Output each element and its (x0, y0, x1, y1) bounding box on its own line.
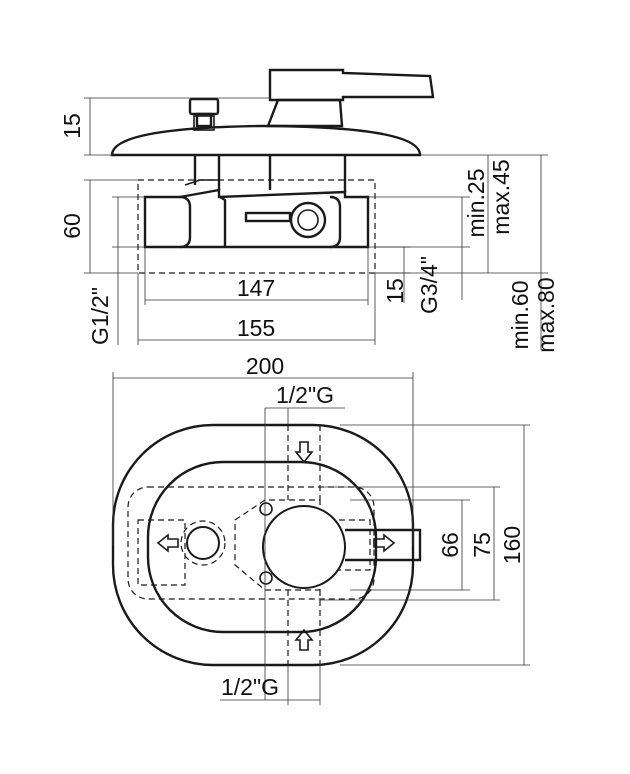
handle-hub-plan (262, 505, 346, 589)
side-view: 15 60 G1/2" 147 155 15 G3/4" min.25 max.… (59, 68, 559, 353)
flow-arrow-bottom-icon (294, 628, 314, 651)
dim-147-label: 147 (237, 275, 275, 301)
inlet-channel-bottom (287, 590, 321, 665)
dim-inlet-bottom-label: 1/2"G (221, 674, 279, 700)
dim-g34-label: G3/4" (416, 256, 442, 314)
plan-view: 200 1/2"G 1/2"G 66 75 160 (111, 353, 530, 705)
flow-arrow-top-icon (294, 441, 314, 464)
dim-75-label: 75 (469, 532, 495, 558)
valve-body-side (143, 179, 370, 249)
side-dimension-lines (84, 97, 548, 350)
dim-inlet-top-label: 1/2"G (276, 382, 334, 408)
diverter-knob-plan (186, 526, 220, 560)
dim-60-label: 60 (59, 213, 85, 239)
dim-15-top-label: 15 (59, 113, 85, 139)
spindle-stem-right (268, 155, 347, 192)
inlet-channel-top (287, 425, 321, 500)
dim-max45-label: max.45 (488, 159, 514, 234)
wall-box-outline (137, 179, 376, 274)
dim-g12-label: G1/2" (87, 287, 113, 345)
dim-min25-label: min.25 (463, 168, 489, 237)
lever-handle-plan (345, 528, 422, 562)
dim-200-label: 200 (246, 353, 284, 379)
spindle-stem-left (193, 155, 221, 190)
valve-body-hidden (137, 499, 371, 591)
dim-155-label: 155 (237, 315, 275, 341)
screw-bottom (259, 571, 273, 585)
dim-15-right-label: 15 (382, 278, 408, 304)
lever-handle-side (266, 68, 435, 128)
dim-66-label: 66 (437, 532, 463, 558)
dim-min60-label: min.60 (507, 280, 533, 349)
flow-arrow-left-icon (156, 533, 179, 553)
plan-dimension-lines (112, 372, 530, 705)
flow-arrow-right-icon (373, 533, 396, 553)
dim-160-label: 160 (499, 526, 525, 564)
diverter-knob-side (188, 97, 220, 131)
escutcheon-plate-side (110, 124, 422, 157)
diverter-hidden-ring (180, 520, 226, 566)
screw-top (259, 502, 273, 516)
dim-max80-label: max.80 (533, 277, 559, 352)
